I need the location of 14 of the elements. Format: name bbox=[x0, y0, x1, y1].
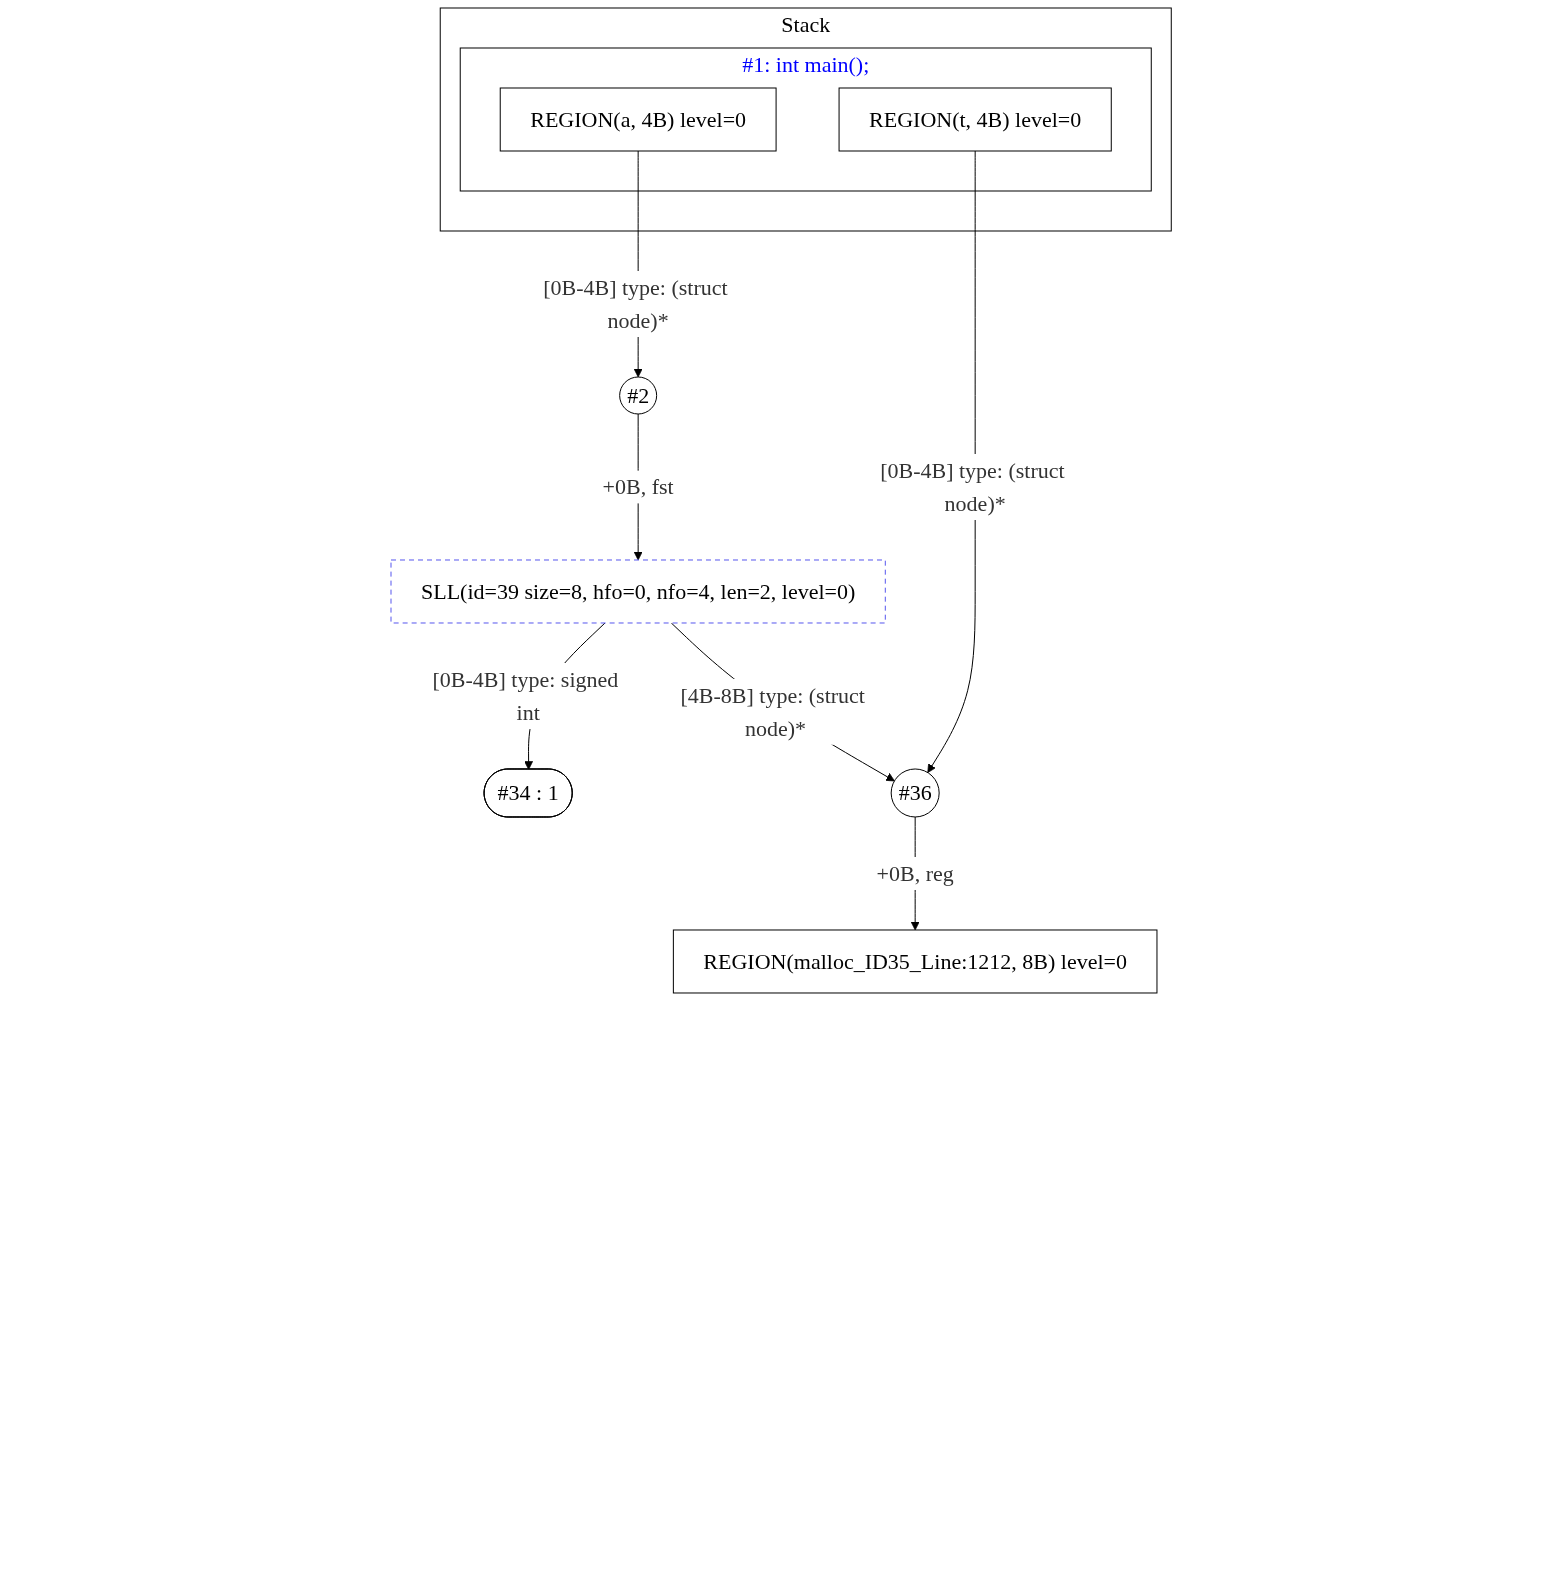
node-box: SLL(id=39 size=8, hfo=0, nfo=4, len=2, level=0) bbox=[390, 559, 887, 624]
edge-label: [0B-4B] type: (struct node)* bbox=[543, 275, 729, 333]
edge-label: [4B-8B] type: (struct node)* bbox=[680, 682, 866, 741]
node-box: REGION(malloc_ID35_Line:1212, 8B) level=0 bbox=[673, 929, 1158, 994]
node-box: REGION(t, 4B) level=0 bbox=[838, 87, 1113, 152]
arrow bbox=[671, 622, 896, 782]
arrow bbox=[927, 150, 976, 773]
edge-label: [0B-4B] type: (struct node)* bbox=[880, 457, 1066, 516]
edge-label: +0B, fst bbox=[602, 474, 675, 500]
node-circle: #2 bbox=[619, 376, 658, 415]
edge-label: [0B-4B] type: signed int bbox=[432, 666, 619, 725]
node-box: REGION(a, 4B) level=0 bbox=[500, 87, 777, 152]
node-circle: #36 bbox=[891, 768, 940, 818]
edge-label: +0B, reg bbox=[876, 860, 955, 886]
